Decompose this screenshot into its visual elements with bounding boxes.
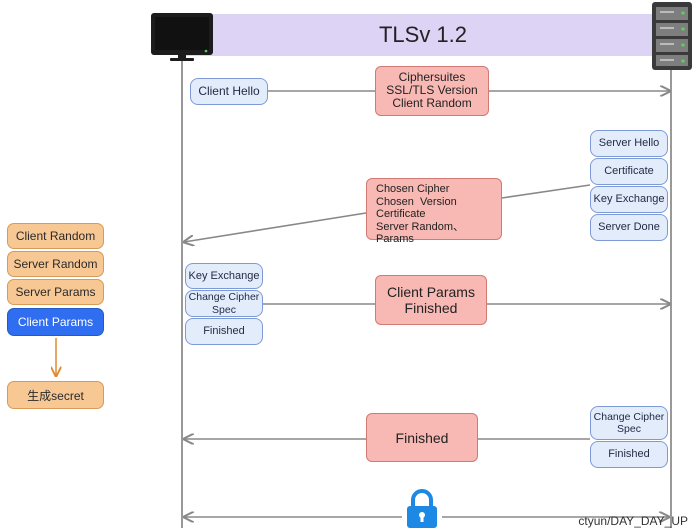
server-done-box: Server Done	[590, 214, 668, 241]
server-finished-box: Finished	[590, 441, 668, 468]
secret-input-server-random: Server Random	[7, 251, 104, 277]
monitor-icon	[151, 13, 213, 61]
watermark: ctyun/DAY_DAY_UP	[578, 514, 688, 528]
server-hello-payload: Chosen Cipher Chosen Version Certificate…	[366, 178, 502, 245]
secret-input-server-params: Server Params	[7, 279, 104, 305]
payload-ssl-tls-version: SSL/TLS Version	[386, 83, 478, 97]
secret-input-client-params: Client Params	[7, 308, 104, 336]
payload-chosen-version: Chosen Version	[376, 195, 457, 208]
secret-input-client-random: Client Random	[7, 223, 104, 249]
client-hello-payload: Ciphersuites SSL/TLS Version Client Rand…	[375, 66, 489, 116]
client-key-exchange-box: Key Exchange	[185, 263, 263, 289]
lock-icon	[407, 489, 437, 528]
payload-client-random: Client Random	[392, 96, 472, 110]
payload-finished: Finished	[404, 300, 458, 316]
client-hello-box: Client Hello	[190, 78, 268, 105]
payload-server-random-params: Server Random、Params	[376, 220, 465, 246]
server-finished-payload: Finished	[366, 413, 478, 462]
server-key-exchange-box: Key Exchange	[590, 186, 668, 213]
client-change-cipher-spec-box: Change Cipher Spec	[185, 290, 263, 317]
title-banner	[178, 14, 668, 56]
certificate-box: Certificate	[590, 158, 668, 185]
arrow-server-hello-b	[184, 212, 367, 242]
server-hello-box: Server Hello	[590, 130, 668, 157]
payload-certificate: Certificate	[376, 208, 426, 220]
client-params-payload: Client Params Finished	[375, 275, 487, 325]
payload-chosen-cipher: Chosen Cipher	[376, 183, 450, 195]
server-change-cipher-spec-box: Change Cipher Spec	[590, 406, 668, 440]
payload-client-params: Client Params	[387, 284, 475, 300]
payload-ciphersuites: Ciphersuites	[398, 70, 466, 84]
arrow-server-hello-a	[501, 184, 591, 199]
generate-secret-box: 生成secret	[7, 381, 104, 409]
server-icon	[652, 2, 692, 70]
diagram-title: TLSv 1.2	[378, 22, 468, 47]
client-finished-box: Finished	[185, 318, 263, 345]
